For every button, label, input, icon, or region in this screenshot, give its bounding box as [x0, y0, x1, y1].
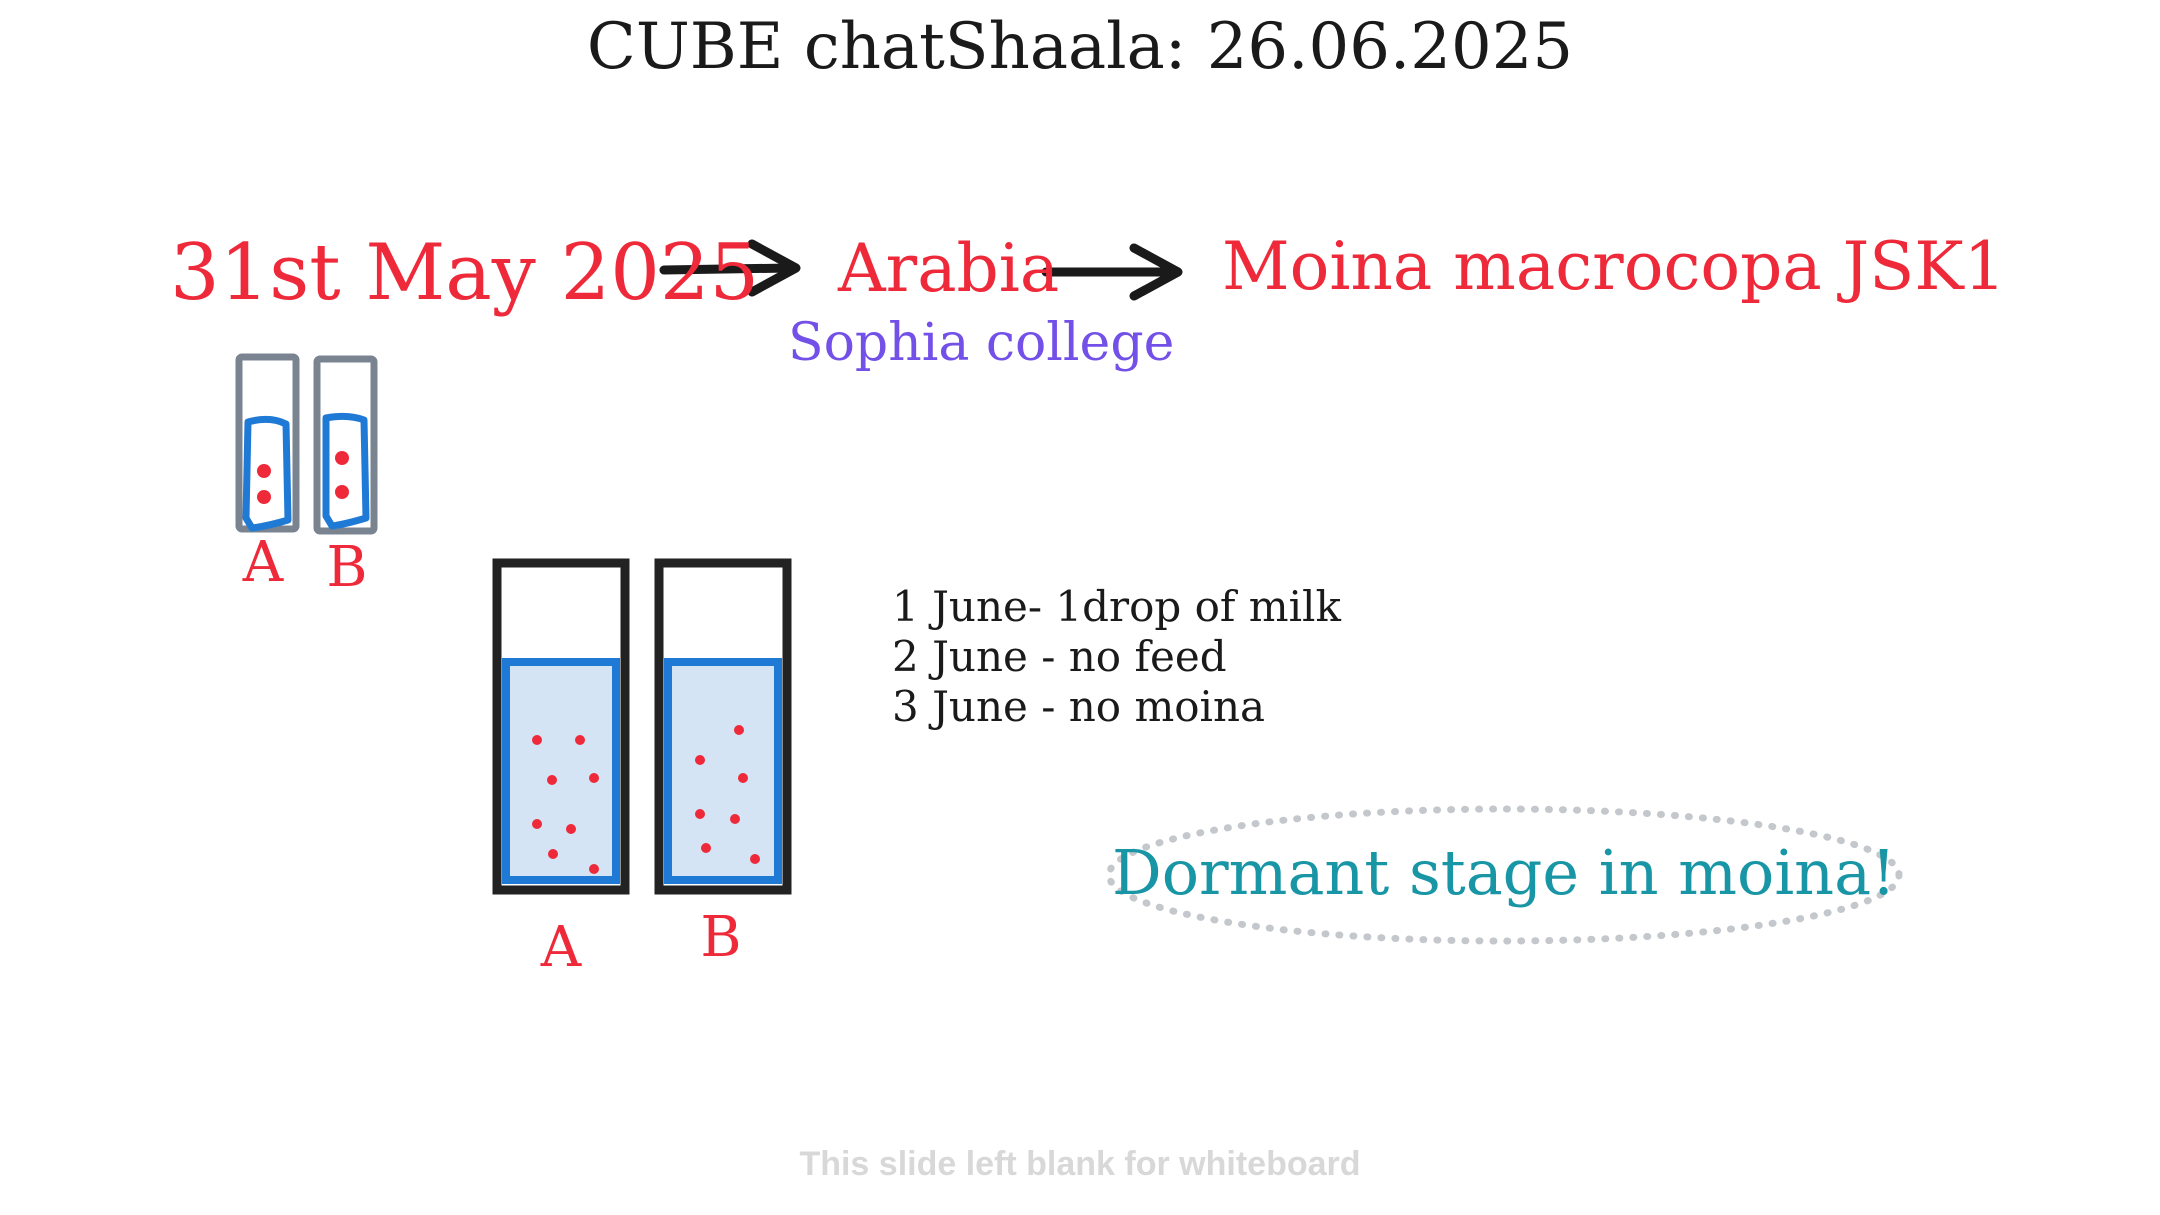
note-line: 3 June - no moina: [892, 682, 1266, 731]
vial-a-label: A: [242, 530, 284, 595]
beaker-a: [492, 558, 630, 895]
footer-note: This slide left blank for whiteboard: [799, 1145, 1361, 1183]
arrow-icon: [1041, 243, 1183, 301]
flow-date: 31st May 2025: [170, 228, 760, 318]
note-line: 1 June- 1drop of milk: [892, 582, 1341, 631]
beaker-b: [654, 558, 792, 895]
flow-place: Arabia: [838, 230, 1060, 307]
vial-b: [313, 355, 378, 535]
flow-species: Moina macrocopa JSK1: [1222, 228, 2006, 305]
highlight-text: Dormant stage in moina!: [1112, 836, 1896, 909]
flow-place-detail: Sophia college: [788, 313, 1175, 373]
arrow-icon: [659, 239, 801, 297]
vial-a: [235, 353, 300, 533]
page-title: CUBE chatShaala: 26.06.2025: [586, 10, 1574, 84]
vial-b-label: B: [326, 535, 368, 600]
beaker-b-label: B: [700, 905, 742, 970]
beaker-a-label: A: [540, 915, 582, 980]
highlight-ellipse: [1105, 805, 1903, 945]
note-line: 2 June - no feed: [892, 632, 1227, 681]
